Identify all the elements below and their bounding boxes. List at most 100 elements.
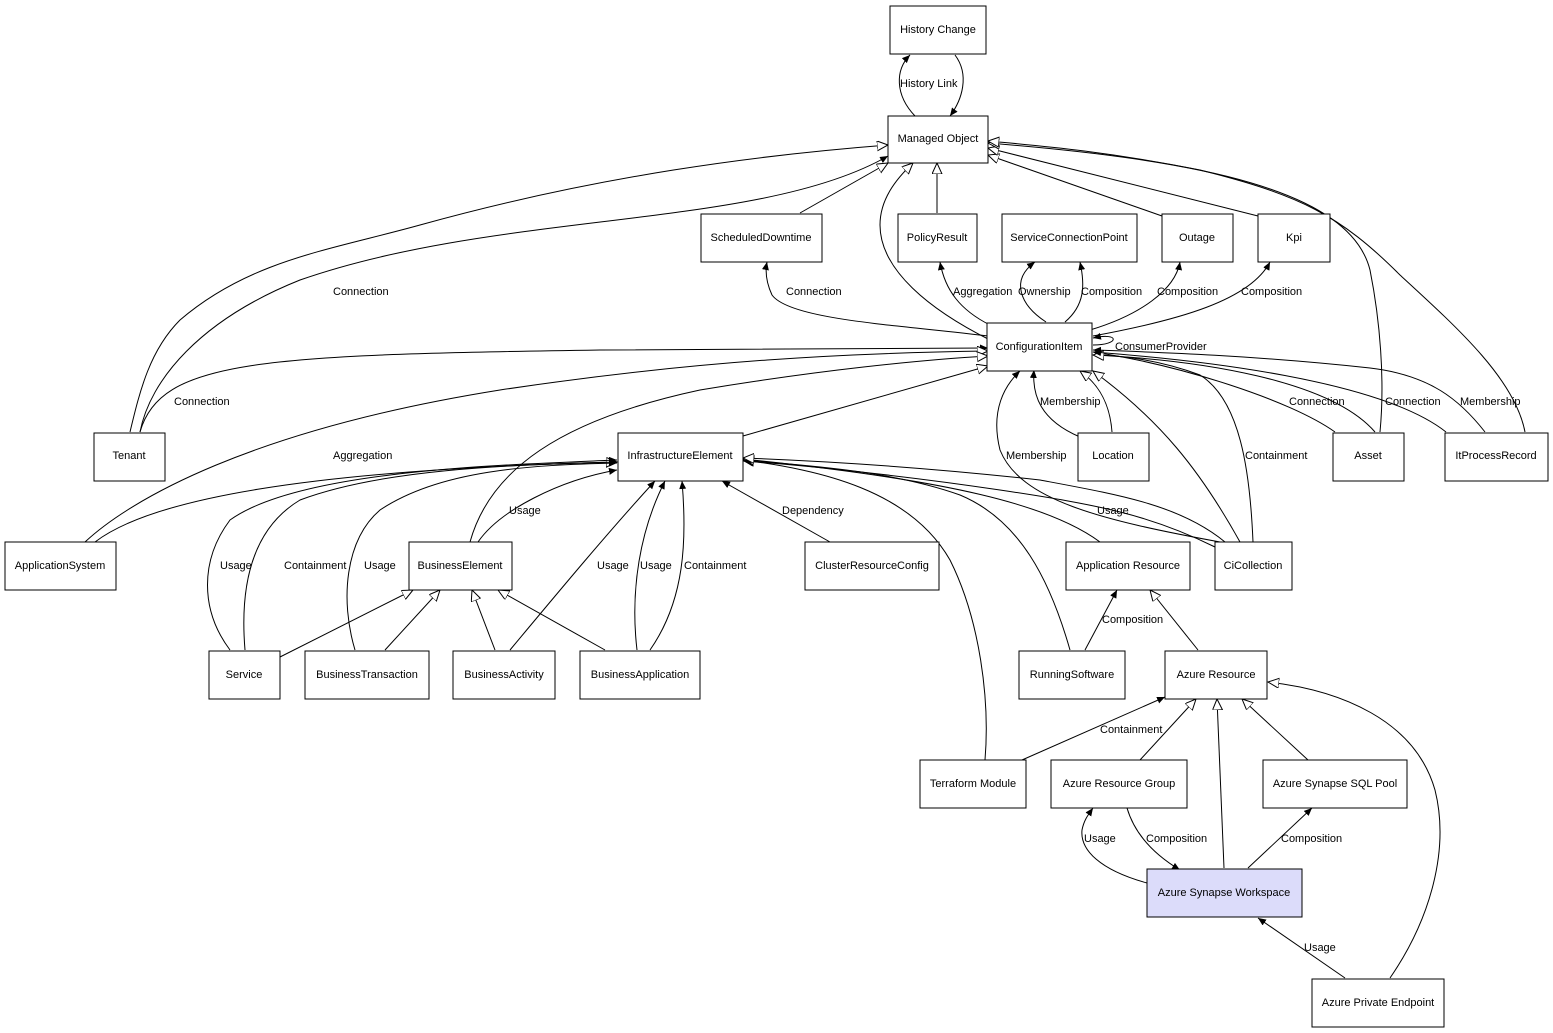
- edge-cicollection-ie-usage: [742, 458, 1216, 548]
- edge-azureresource-ar: [1150, 590, 1199, 651]
- edge-ci-scp-composition: [1064, 261, 1086, 323]
- edge-itprocessrecord-managedobject: [988, 141, 1526, 433]
- edge-label-asset-connection: Connection: [1289, 396, 1345, 408]
- edge-label-ape-asw-usage: Usage: [1304, 942, 1336, 954]
- node-label: Kpi: [1286, 232, 1302, 244]
- edge-asset-ci: [1093, 355, 1376, 433]
- edge-label-bapp-containment: Containment: [684, 560, 746, 572]
- node-label: Managed Object: [898, 133, 979, 145]
- edge-label-history-link: History Link: [900, 78, 958, 90]
- edge-label-ci-kpi-composition: Composition: [1241, 286, 1302, 298]
- edge-label-bapp-usage: Usage: [640, 560, 672, 572]
- node-label: InfrastructureElement: [627, 450, 732, 462]
- edge-service-ie-usage: [207, 456, 618, 651]
- edge-cicollection-ci-membership: [996, 370, 1221, 543]
- node-azure-private-endpoint[interactable]: Azure Private Endpoint: [1311, 978, 1445, 1028]
- edge-sql-azureresource: [1242, 699, 1309, 761]
- edge-kpi-managedobject: [988, 148, 1259, 217]
- node-history-change[interactable]: History Change: [889, 5, 987, 55]
- node-ci-collection[interactable]: CiCollection: [1214, 541, 1293, 591]
- edge-label-ci-scp-ownership: Ownership: [1018, 286, 1071, 298]
- node-azure-synapse-workspace[interactable]: Azure Synapse Workspace: [1146, 868, 1303, 918]
- edge-service-be: [279, 590, 413, 658]
- node-application-resource[interactable]: Application Resource: [1065, 541, 1191, 591]
- node-label: CiCollection: [1224, 560, 1283, 572]
- node-location[interactable]: Location: [1077, 432, 1150, 482]
- edge-applicationsystem-ci-aggregation: [84, 351, 988, 543]
- node-business-activity[interactable]: BusinessActivity: [452, 650, 556, 700]
- node-business-transaction[interactable]: BusinessTransaction: [304, 650, 430, 700]
- edge-label-arg-asw-composition: Composition: [1146, 833, 1207, 845]
- edge-ci-scheduleddowntime: [762, 261, 989, 337]
- node-service-connection-point[interactable]: ServiceConnectionPoint: [1001, 213, 1138, 263]
- edge-ci-consumerprovider: [1092, 332, 1114, 346]
- edge-itprocessrecord-ci-membership: [1092, 346, 1486, 433]
- node-label: RunningSoftware: [1030, 669, 1114, 681]
- node-application-system[interactable]: ApplicationSystem: [4, 541, 117, 591]
- edge-scheduleddowntime-managedobject: [799, 163, 888, 214]
- node-label: Asset: [1354, 450, 1382, 462]
- node-label: ApplicationSystem: [15, 560, 106, 572]
- node-policy-result[interactable]: PolicyResult: [897, 213, 978, 263]
- edge-bt-be: [384, 590, 440, 651]
- edge-ci-scp-ownership: [1020, 261, 1047, 323]
- edge-asw-azureresource: [1217, 699, 1225, 869]
- node-running-software[interactable]: RunningSoftware: [1018, 650, 1126, 700]
- edge-label-be-ie-usage: Usage: [509, 505, 541, 517]
- edge-ape-azureresource: [1268, 682, 1441, 979]
- edge-label-tm-containment: Containment: [1100, 724, 1162, 736]
- node-configuration-item[interactable]: ConfigurationItem: [986, 322, 1093, 372]
- edge-businesselement-ie-usage: [477, 467, 618, 543]
- node-business-application[interactable]: BusinessApplication: [579, 650, 701, 700]
- edge-ci-kpi: [1092, 261, 1271, 337]
- edge-infrastructureelement-ci: [742, 366, 988, 437]
- node-kpi[interactable]: Kpi: [1257, 213, 1331, 263]
- edge-label-cicollection-containment: Containment: [1245, 450, 1307, 462]
- node-azure-resource[interactable]: Azure Resource: [1164, 650, 1268, 700]
- edge-ci-outage: [1089, 261, 1183, 331]
- edge-label-crc-ie-dependency: Dependency: [782, 505, 844, 517]
- edge-label-asw-sql-composition: Composition: [1281, 833, 1342, 845]
- edge-label-service-usage: Usage: [220, 560, 252, 572]
- node-business-element[interactable]: BusinessElement: [408, 541, 513, 591]
- edge-asw-sql-composition: [1247, 807, 1313, 869]
- edge-label-ci-scp-composition: Composition: [1081, 286, 1142, 298]
- edge-cicollection-ie: [743, 458, 1226, 543]
- node-it-process-record[interactable]: ItProcessRecord: [1444, 432, 1549, 482]
- node-label: History Change: [900, 24, 976, 36]
- node-label: Azure Synapse Workspace: [1158, 887, 1290, 899]
- node-label: Application Resource: [1076, 560, 1180, 572]
- edge-label-rs-ar-composition: Composition: [1102, 614, 1163, 626]
- node-outage[interactable]: Outage: [1161, 213, 1234, 263]
- node-label: Service: [226, 669, 263, 681]
- edge-terraform-ie: [743, 460, 987, 761]
- edge-ba-be: [472, 590, 496, 651]
- node-terraform-module[interactable]: Terraform Module: [919, 759, 1027, 809]
- node-infrastructure-element[interactable]: InfrastructureElement: [617, 432, 744, 482]
- edge-history-link-down: [949, 54, 964, 117]
- edge-bt-ie-usage: [346, 459, 618, 651]
- edge-label-cicollection-ie-usage: Usage: [1097, 505, 1129, 517]
- node-managed-object[interactable]: Managed Object: [887, 115, 989, 164]
- node-tenant[interactable]: Tenant: [93, 432, 166, 482]
- node-label: BusinessElement: [418, 560, 503, 572]
- edge-label-location-membership: Membership: [1040, 396, 1101, 408]
- edge-label-ba-usage: Usage: [597, 560, 629, 572]
- edge-ape-asw-usage: [1257, 917, 1346, 979]
- node-label: PolicyResult: [907, 232, 968, 244]
- node-cluster-resource-config[interactable]: ClusterResourceConfig: [804, 541, 940, 591]
- edge-label-consumer-provider: ConsumerProvider: [1115, 341, 1207, 353]
- node-service[interactable]: Service: [208, 650, 281, 700]
- node-label: ClusterResourceConfig: [815, 560, 929, 572]
- edge-label-service-containment: Containment: [284, 560, 346, 572]
- node-asset[interactable]: Asset: [1332, 432, 1405, 482]
- node-scheduled-downtime[interactable]: ScheduledDowntime: [700, 213, 823, 263]
- edge-bapp-ie-containment: [649, 480, 687, 651]
- node-azure-resource-group[interactable]: Azure Resource Group: [1050, 759, 1188, 809]
- node-label: ConfigurationItem: [996, 341, 1083, 353]
- node-azure-synapse-sql-pool[interactable]: Azure Synapse SQL Pool: [1262, 759, 1408, 809]
- edge-label-bt-usage: Usage: [364, 560, 396, 572]
- edge-tenant-ci-connection: [139, 344, 989, 433]
- edge-label-tenant-ci-connection: Connection: [174, 396, 230, 408]
